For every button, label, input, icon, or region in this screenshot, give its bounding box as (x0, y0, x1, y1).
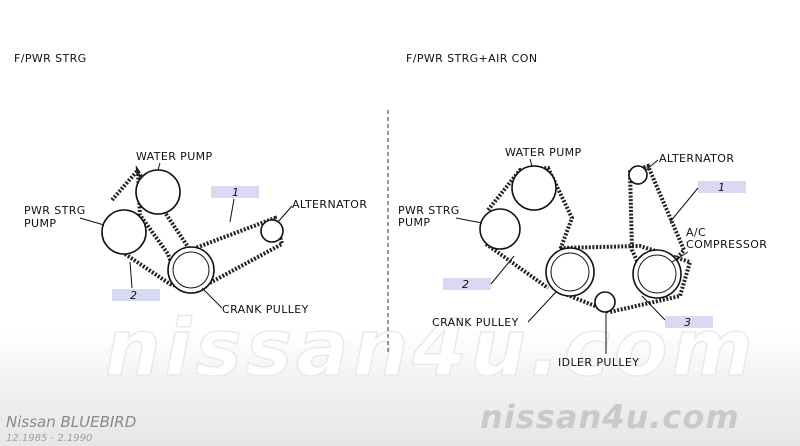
right-tag-2: 2 (443, 255, 515, 291)
right-pwr-strg-pump-pulley (479, 208, 521, 250)
left-water-pump-pulley (135, 169, 181, 215)
footer: Nissan BLUEBIRD 12.1985 - 2.1990 nissan4… (6, 398, 740, 444)
left-tag-1: 1 (211, 186, 259, 223)
right-alternator-pulley (628, 165, 648, 185)
right-crank-pulley (545, 247, 595, 297)
right-label-idler-pulley: IDLER PULLEY (558, 356, 639, 369)
watermark-corner: nissan4u.com (480, 398, 740, 436)
svg-text:2: 2 (130, 289, 137, 302)
left-title: F/PWR STRG (14, 52, 87, 65)
left-label-pwr-strg-1: PWR STRG (24, 204, 86, 217)
footer-model: Nissan BLUEBIRD (6, 413, 136, 431)
left-belt-1 (135, 164, 285, 288)
left-label-water-pump: WATER PUMP (136, 150, 213, 163)
right-label-pwr-strg-1: PWR STRG (398, 204, 460, 217)
right-label-alternator: ALTERNATOR (659, 152, 734, 165)
left-alternator-pulley (260, 219, 284, 243)
right-label-pwr-strg-2: PUMP (398, 216, 430, 229)
svg-text:3: 3 (684, 316, 691, 329)
left-tag-2: 2 (112, 261, 160, 302)
right-panel: F/PWR STRG+AIR CON WATER PUMP (398, 52, 767, 369)
right-belt-2 (484, 165, 575, 290)
left-pwr-strg-pump-pulley (101, 209, 147, 255)
right-tag-3: 3 (641, 295, 713, 329)
left-label-alternator: ALTERNATOR (292, 198, 367, 211)
right-tag-1: 1 (669, 181, 746, 223)
right-belt-1 (627, 163, 687, 294)
right-label-ac-1: A/C (686, 226, 706, 239)
right-label-crank-pulley: CRANK PULLEY (432, 316, 519, 329)
footer-years: 12.1985 - 2.1990 (6, 433, 92, 444)
svg-text:1: 1 (232, 186, 239, 199)
svg-text:1: 1 (718, 181, 725, 194)
right-ac-compressor-pulley (632, 249, 682, 299)
right-label-water-pump: WATER PUMP (505, 146, 582, 159)
svg-text:2: 2 (462, 278, 469, 291)
watermark-center: nissan4u.com (105, 304, 757, 394)
right-idler-pulley (594, 291, 616, 313)
left-panel: F/PWR STRG WATER PUMP PWR STRG PUMP ALTE… (14, 52, 367, 316)
left-crank-pulley (167, 246, 215, 294)
right-title: F/PWR STRG+AIR CON (406, 52, 537, 65)
right-label-ac-2: COMPRESSOR (686, 238, 767, 251)
right-water-pump-pulley (511, 165, 557, 211)
left-label-pwr-strg-2: PUMP (24, 217, 56, 230)
left-label-crank-pulley: CRANK PULLEY (222, 303, 309, 316)
